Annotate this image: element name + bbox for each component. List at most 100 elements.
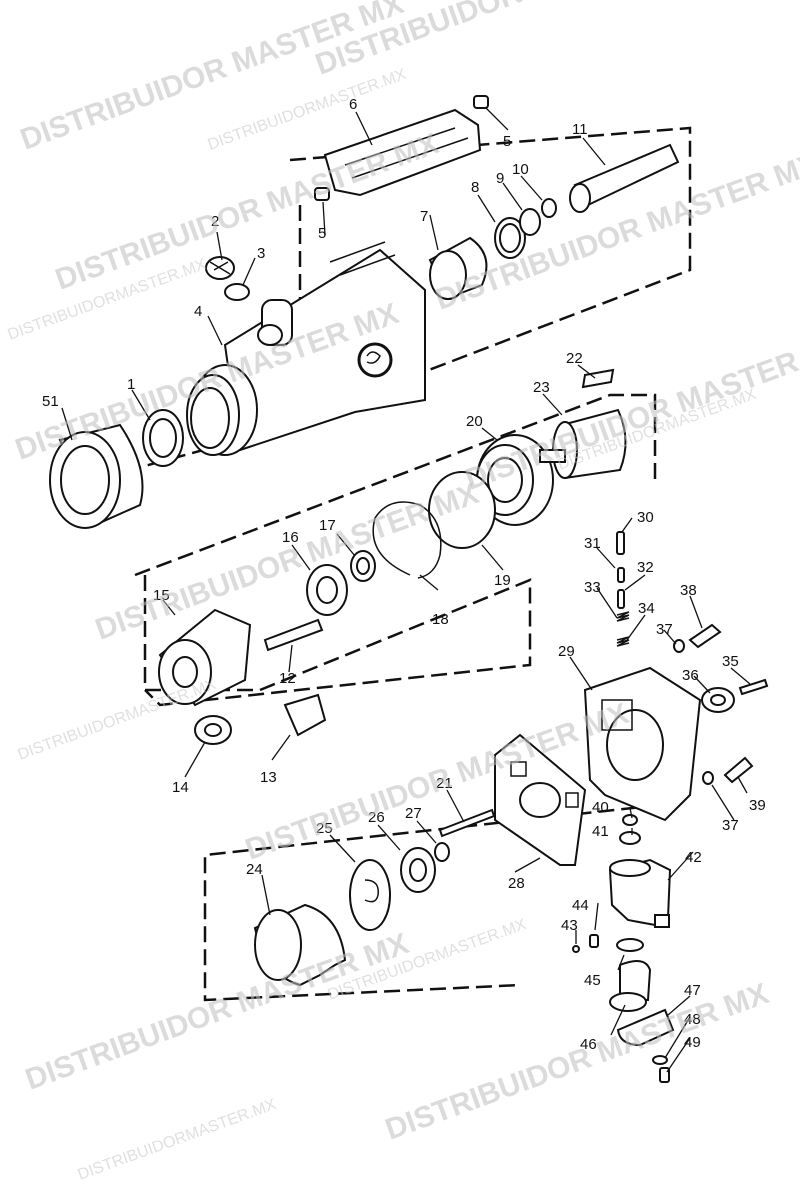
part-43-ball	[572, 945, 580, 953]
callout-41: 41	[592, 823, 609, 840]
callout-2: 2	[211, 213, 219, 230]
watermark-text: DISTRIBUIDORMASTER.MX	[16, 676, 219, 764]
part-20-bearing-plate	[476, 434, 554, 526]
group-boundary-bottom	[203, 803, 661, 1002]
watermark-text: DISTRIBUIDORMASTER.MX	[76, 1096, 279, 1184]
part-28-gasket	[494, 733, 587, 866]
callout-34: 34	[638, 600, 655, 617]
callout-10: 10	[512, 161, 529, 178]
callout-31: 31	[584, 535, 601, 552]
part-8-ring	[494, 217, 526, 259]
callout-43: 43	[561, 917, 578, 934]
group-boundary-middle	[134, 393, 657, 707]
callout-45: 45	[584, 972, 601, 989]
part-6-handle-cover	[323, 108, 482, 197]
callout-16: 16	[282, 529, 299, 546]
callout-24: 24	[246, 861, 263, 878]
watermark-text: DISTRIBUIDOR MASTER MX	[16, 0, 408, 157]
part-36-bushing	[701, 687, 735, 713]
callout-40: 40	[592, 799, 609, 816]
part-48-washer	[652, 1055, 668, 1065]
part-13-hammer	[283, 693, 327, 737]
callout-33: 33	[584, 579, 601, 596]
part-42-inlet-housing	[608, 858, 672, 928]
callout-14: 14	[172, 779, 189, 796]
callout-23: 23	[533, 379, 550, 396]
part-12-pin	[263, 618, 324, 652]
part-24-cylinder	[253, 903, 347, 987]
part-9-o-ring	[519, 208, 541, 236]
part-33-spring	[616, 611, 630, 622]
callout-44: 44	[572, 897, 589, 914]
callout-38: 38	[680, 582, 697, 599]
part-25-end-plate	[349, 859, 391, 931]
callout-11: 11	[572, 121, 588, 138]
part-44-spring	[589, 934, 599, 948]
callout-25: 25	[316, 820, 333, 837]
part-16-bearing	[306, 564, 348, 616]
part-46-reverse-valve	[609, 960, 652, 1012]
callout-22: 22	[566, 350, 583, 367]
part-11-shaft	[569, 143, 680, 213]
callout-15: 15	[153, 587, 170, 604]
watermark-text: DISTRIBUIDOR MASTER MX	[91, 477, 483, 647]
callout-49: 49	[684, 1034, 701, 1051]
callout-5a: 5	[318, 225, 326, 242]
part-34-spring	[616, 636, 630, 647]
part-29-back-cap	[583, 666, 702, 822]
callout-39: 39	[749, 797, 766, 814]
callout-labels: 1 2 3 4 5 5 6 7 8 9 10 11 12 13 14 15 16…	[42, 96, 766, 1053]
callout-30: 30	[637, 509, 654, 526]
callout-3: 3	[257, 245, 265, 262]
callout-19: 19	[494, 572, 511, 589]
callout-21: 21	[436, 775, 453, 792]
part-15-hammer-frame	[158, 608, 252, 707]
part-17-washer	[350, 550, 376, 582]
callout-4: 4	[194, 303, 202, 320]
part-51-nose-cone	[49, 423, 144, 529]
callout-27: 27	[405, 805, 422, 822]
part-19-o-ring	[428, 471, 496, 549]
part-39-bolt	[723, 756, 754, 784]
part-40-seal	[622, 814, 638, 826]
part-10-o-ring	[541, 198, 557, 218]
callout-20: 20	[466, 413, 483, 430]
callout-48: 48	[684, 1011, 701, 1028]
part-27-o-ring	[434, 842, 450, 862]
callout-47: 47	[684, 982, 701, 999]
part-32-pin	[617, 589, 625, 609]
callout-1: 1	[127, 376, 135, 393]
callout-18: 18	[432, 611, 449, 628]
part-35-pin	[738, 678, 769, 696]
callout-6: 6	[349, 96, 357, 113]
callout-37b: 37	[722, 817, 739, 834]
watermark-text: DISTRIBUIDOR MASTER MX	[381, 977, 773, 1147]
callout-51: 51	[42, 393, 59, 410]
part-21-pin	[438, 808, 496, 838]
watermark-text: DISTRIBUIDOR MASTER MX	[21, 927, 413, 1097]
callout-36: 36	[682, 667, 699, 684]
cp-logo	[357, 342, 393, 378]
part-7-sleeve	[428, 236, 488, 300]
callout-32: 32	[637, 559, 654, 576]
callout-7: 7	[420, 208, 428, 225]
part-4-housing	[186, 241, 426, 456]
part-41-o-ring	[619, 831, 641, 845]
leader-lines	[61, 107, 751, 1073]
callout-37a: 37	[656, 621, 673, 638]
part-38-bolt	[688, 623, 722, 649]
callout-42: 42	[685, 849, 702, 866]
callout-29: 29	[558, 643, 575, 660]
callout-8: 8	[471, 179, 479, 196]
part-2-screw	[205, 256, 235, 280]
part-30-pin	[616, 531, 625, 555]
callout-46: 46	[580, 1036, 597, 1053]
part-3-washer	[224, 283, 250, 301]
part-37-washer-a	[673, 639, 685, 653]
part-1-ring	[142, 409, 184, 467]
part-47-lever	[616, 1008, 675, 1047]
part-26-bearing	[400, 847, 436, 893]
part-23-rotor	[539, 408, 627, 480]
